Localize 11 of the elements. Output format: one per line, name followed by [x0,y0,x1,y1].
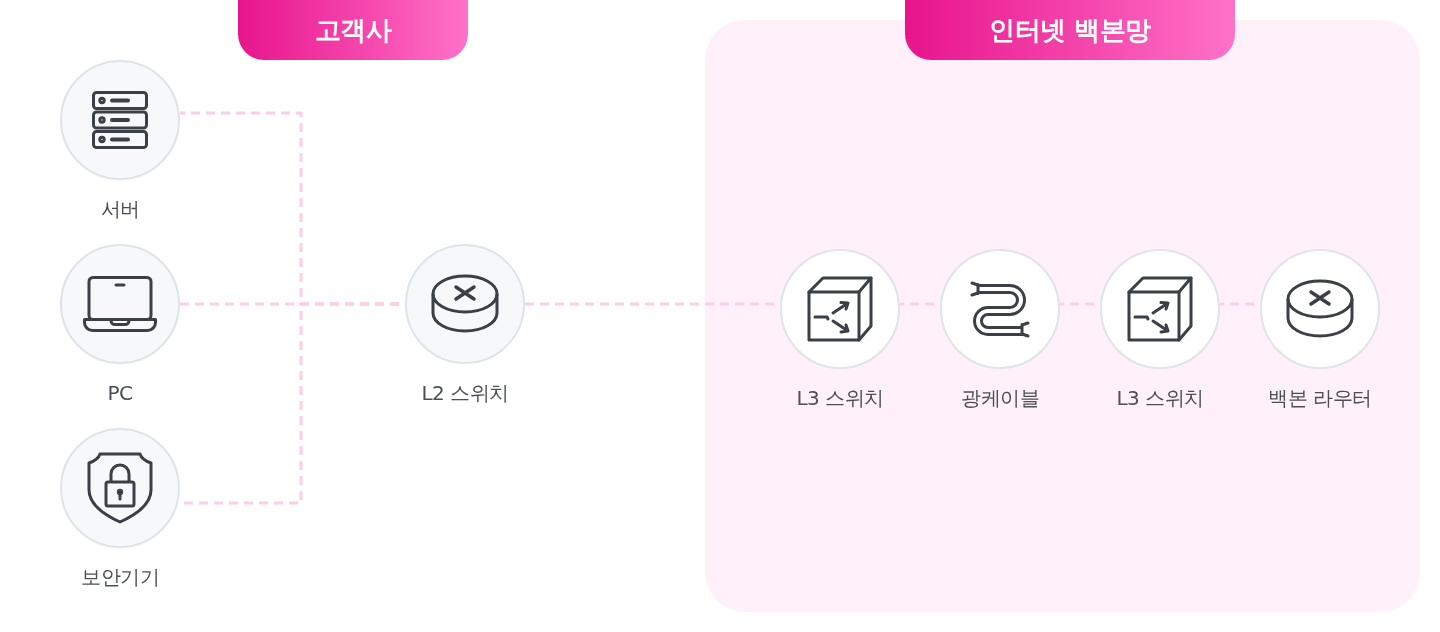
device-label: 백본 라우터 [1268,385,1372,411]
device-label: L3 스위치 [796,385,884,411]
heading-tab: 고객사 [238,0,468,60]
heading-tab: 인터넷 백본망 [905,0,1235,60]
device-label: 광케이블 [961,385,1039,411]
backbone-panel [705,0,1420,612]
device-label: 보안기기 [81,564,159,590]
device-label: L3 스위치 [1116,385,1204,411]
device-label: L2 스위치 [421,380,509,406]
device-label: PC [107,380,133,406]
device-label: 서버 [100,196,140,222]
